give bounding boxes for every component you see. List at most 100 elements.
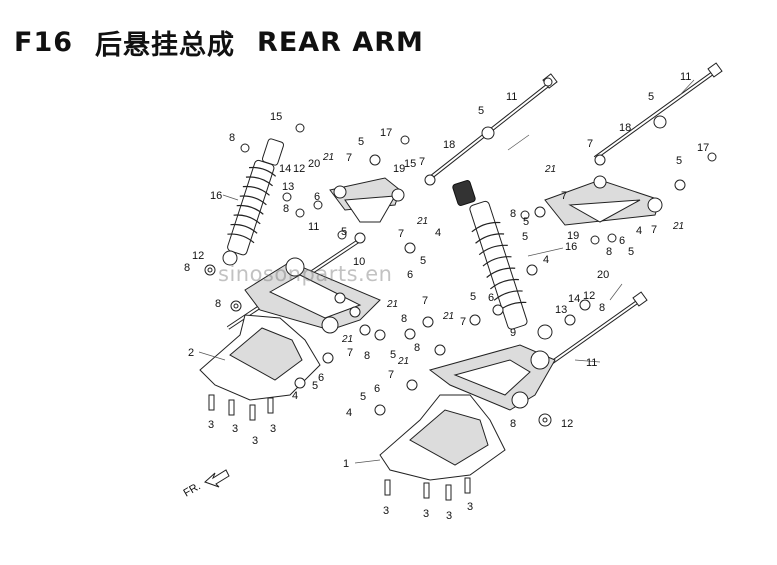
callout-14: 14 bbox=[279, 163, 291, 175]
callout-6: 6 bbox=[488, 292, 494, 304]
callout-5: 5 bbox=[522, 231, 528, 243]
callout-12: 12 bbox=[583, 290, 595, 302]
callout-18: 18 bbox=[619, 122, 631, 134]
title-chinese: 后悬挂总成 bbox=[95, 29, 236, 61]
callout-7: 7 bbox=[422, 295, 428, 307]
title-english: REAR ARM bbox=[257, 26, 424, 58]
callout-21: 21 bbox=[322, 152, 334, 163]
lower-a-arm-left bbox=[244, 257, 381, 334]
callout-6: 6 bbox=[314, 191, 320, 203]
callout-5: 5 bbox=[648, 91, 654, 103]
lower-a-arm-right bbox=[428, 344, 556, 411]
callout-13: 13 bbox=[282, 181, 294, 193]
callout-4: 4 bbox=[292, 390, 298, 402]
callout-4: 4 bbox=[435, 227, 441, 239]
callout-21: 21 bbox=[341, 334, 353, 345]
callout-7: 7 bbox=[347, 347, 353, 359]
callout-7: 7 bbox=[346, 152, 352, 164]
shock-absorber-center bbox=[452, 180, 553, 340]
shock-absorber-left bbox=[222, 138, 285, 266]
callout-4: 4 bbox=[346, 407, 352, 419]
callout-21: 21 bbox=[442, 311, 454, 322]
upper-a-arm-right bbox=[544, 175, 663, 226]
callout-20: 20 bbox=[597, 269, 609, 281]
callout-6: 6 bbox=[619, 235, 625, 247]
callout-13: 13 bbox=[555, 304, 567, 316]
callout-5: 5 bbox=[478, 105, 484, 117]
callout-6: 6 bbox=[318, 372, 324, 384]
callout-5: 5 bbox=[628, 246, 634, 258]
callout-6: 6 bbox=[374, 383, 380, 395]
callout-12: 12 bbox=[561, 418, 573, 430]
callout-5: 5 bbox=[420, 255, 426, 267]
callout-8: 8 bbox=[599, 302, 605, 314]
callout-8: 8 bbox=[401, 313, 407, 325]
skid-plate-upper bbox=[199, 314, 321, 401]
callout-8: 8 bbox=[229, 132, 235, 144]
callout-11: 11 bbox=[586, 357, 597, 369]
watermark: sinosonparts.en bbox=[218, 262, 393, 286]
callout-19: 19 bbox=[567, 230, 579, 242]
callout-12: 12 bbox=[192, 250, 204, 262]
diagram-title: F16 后悬挂总成 REAR ARM bbox=[14, 22, 446, 62]
callout-17: 17 bbox=[380, 127, 392, 139]
callout-8: 8 bbox=[215, 298, 221, 310]
callout-5: 5 bbox=[523, 216, 529, 228]
callout-8: 8 bbox=[510, 208, 516, 220]
callout-16: 16 bbox=[210, 190, 222, 202]
callout-20: 20 bbox=[308, 158, 320, 170]
callout-21: 21 bbox=[672, 221, 684, 232]
callout-3: 3 bbox=[446, 510, 452, 522]
callout-11: 11 bbox=[680, 71, 691, 83]
callout-8: 8 bbox=[606, 246, 612, 258]
callout-21: 21 bbox=[544, 164, 556, 175]
callout-3: 3 bbox=[252, 435, 258, 447]
callout-5: 5 bbox=[390, 349, 396, 361]
callout-8: 8 bbox=[364, 350, 370, 362]
callout-8: 8 bbox=[414, 342, 420, 354]
direction-label: FR. bbox=[181, 480, 202, 499]
callout-5: 5 bbox=[470, 291, 476, 303]
callout-21: 21 bbox=[386, 299, 398, 310]
callout-5: 5 bbox=[358, 136, 364, 148]
long-bolt-upper-center bbox=[428, 73, 558, 180]
callout-8: 8 bbox=[184, 262, 190, 274]
callout-14: 14 bbox=[568, 293, 580, 305]
callout-9: 9 bbox=[510, 327, 516, 339]
callout-3: 3 bbox=[232, 423, 238, 435]
callout-8: 8 bbox=[510, 418, 516, 430]
callout-17: 17 bbox=[697, 142, 709, 154]
callout-7: 7 bbox=[587, 138, 593, 150]
callout-3: 3 bbox=[467, 501, 473, 513]
upper-a-arm-left bbox=[329, 177, 405, 223]
callout-8: 8 bbox=[283, 203, 289, 215]
long-bolt-upper-right bbox=[593, 62, 723, 160]
callout-5: 5 bbox=[360, 391, 366, 403]
callout-7: 7 bbox=[419, 156, 425, 168]
callout-16: 16 bbox=[565, 241, 577, 253]
callout-1: 1 bbox=[343, 458, 349, 470]
callout-11: 11 bbox=[308, 221, 319, 233]
callout-7: 7 bbox=[460, 316, 466, 328]
skid-plate-lower bbox=[379, 394, 506, 481]
callout-7: 7 bbox=[561, 190, 567, 202]
small-bolts-lower bbox=[384, 477, 471, 501]
callout-11: 11 bbox=[506, 91, 517, 103]
callout-12: 12 bbox=[293, 163, 305, 175]
callout-10: 10 bbox=[353, 256, 365, 268]
callout-15: 15 bbox=[270, 111, 282, 123]
callout-4: 4 bbox=[636, 225, 642, 237]
callout-18: 18 bbox=[443, 139, 455, 151]
callout-19: 19 bbox=[393, 163, 405, 175]
callout-5: 5 bbox=[312, 380, 318, 392]
small-hardware bbox=[204, 77, 717, 427]
callout-5: 5 bbox=[676, 155, 682, 167]
callout-21: 21 bbox=[416, 216, 428, 227]
callout-3: 3 bbox=[383, 505, 389, 517]
callout-6: 6 bbox=[407, 269, 413, 281]
callout-3: 3 bbox=[208, 419, 214, 431]
callout-labels: 1 2 3 3 3 3 3 3 3 3 4 4 4 4 4 5 5 5 5 5 … bbox=[184, 71, 709, 522]
callout-21: 21 bbox=[397, 356, 409, 367]
small-bolts-upper bbox=[208, 394, 274, 421]
